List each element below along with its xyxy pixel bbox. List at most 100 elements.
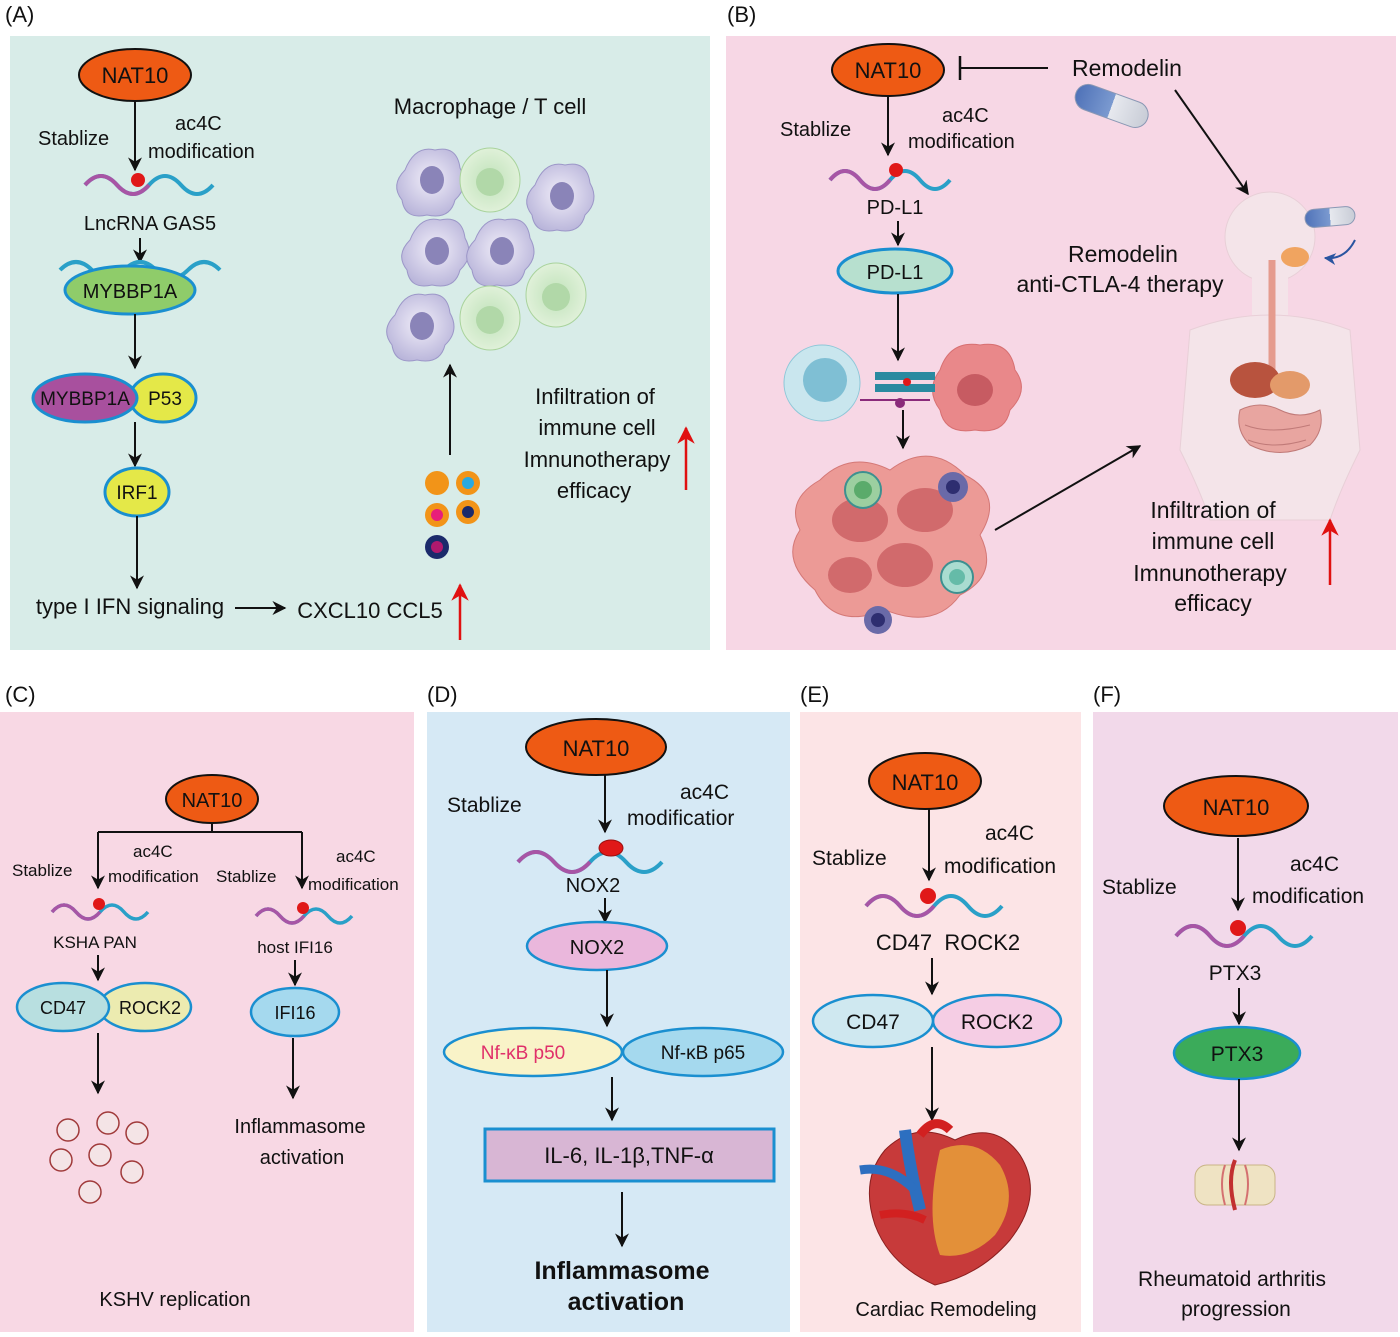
nfkb-p50-label: Nf-κB p50 — [481, 1043, 565, 1064]
heart-icon — [859, 1119, 1031, 1286]
ifn-signaling-label: type I IFN signaling — [36, 594, 224, 619]
panel-f: (F) NAT10 Stablize ac4C modification PTX… — [1093, 682, 1398, 1332]
nat10-label: NAT10 — [855, 58, 922, 83]
panel-c-label: (C) — [5, 682, 36, 707]
inflammasome-label-2: activation — [568, 1288, 685, 1316]
mybbp1a-label: MYBBP1A — [83, 281, 178, 303]
inflammasome-label-1: Inflammasome — [534, 1257, 709, 1285]
ra-label-1: Rheumatoid arthritis — [1138, 1268, 1326, 1291]
inflammasome-label-1: Inflammasome — [234, 1116, 365, 1138]
panel-e-label: (E) — [800, 682, 829, 707]
pdl1-rna-label: PD-L1 — [867, 197, 924, 219]
cd47-rock2-rna-label: CD47 ROCK2 — [876, 930, 1020, 955]
ac4c-label: ac4C — [1290, 853, 1339, 876]
ptx3-label: PTX3 — [1211, 1043, 1264, 1066]
rock2-label: ROCK2 — [119, 998, 181, 1018]
ac4c-site-marker — [598, 839, 624, 857]
modification-label: modification — [1252, 885, 1364, 908]
kshv-replication-label: KSHV replication — [99, 1289, 250, 1311]
nox2-label: NOX2 — [570, 937, 624, 959]
virus-particles-icon — [49, 1111, 149, 1204]
ptx3-node — [1172, 1025, 1302, 1081]
nat10-node — [525, 718, 667, 776]
stablize-label: Stablize — [780, 119, 851, 141]
stablize-right-label: Stablize — [216, 867, 276, 886]
p53-label: P53 — [148, 389, 182, 410]
mybbp1a-complex-node — [31, 372, 139, 424]
nfkb-p65-label: Nf-κB p65 — [661, 1043, 745, 1064]
stablize-label: Stablize — [812, 847, 887, 870]
rock2-label: ROCK2 — [961, 1011, 1033, 1034]
host-ifi16-label: host IFI16 — [257, 938, 333, 957]
therapy-label-1: Remodelin — [1068, 241, 1178, 267]
macrophage-cell — [526, 163, 595, 232]
tcell — [525, 262, 587, 328]
macrophage-cell — [386, 293, 455, 362]
cytokines-label: IL-6, IL-1β,TNF-α — [544, 1143, 714, 1168]
ac4c-left-label: ac4C — [133, 842, 173, 861]
ac4c-site-marker — [131, 173, 145, 187]
ifi16-node — [249, 986, 341, 1038]
human-body-illustration — [1179, 191, 1361, 521]
tcell — [459, 285, 521, 351]
inflammasome-label-2: activation — [260, 1147, 345, 1169]
cd47-node — [15, 981, 111, 1033]
panel-d-label: (D) — [427, 682, 458, 707]
ac4c-right-label: ac4C — [336, 847, 376, 866]
panel-b: (B) NAT10 Remodelin Stablize ac4C modifi… — [726, 2, 1396, 650]
panel-b-label: (B) — [727, 2, 756, 27]
infiltration-label-1: Infiltration of — [1150, 497, 1276, 523]
ra-label-2: progression — [1181, 1298, 1291, 1321]
modification-label: modification — [148, 141, 255, 163]
stablize-label: Stablize — [447, 794, 522, 817]
ac4c-site-marker — [1230, 920, 1246, 936]
stablize-label: Stablize — [1102, 876, 1177, 899]
cd47-node — [811, 993, 935, 1049]
cxcl10-ccl5-label: CXCL10 CCL5 — [297, 598, 443, 623]
nat10-label: NAT10 — [892, 770, 959, 795]
remodelin-label: Remodelin — [1072, 55, 1182, 81]
ac4c-site-marker — [93, 898, 105, 910]
therapy-label-2: anti-CTLA-4 therapy — [1016, 271, 1224, 297]
nat10-label: NAT10 — [563, 736, 630, 761]
macrophage-tcell-cluster — [386, 147, 595, 362]
nat10-label: NAT10 — [1203, 795, 1270, 820]
infiltration-label-4: efficacy — [557, 478, 631, 503]
pdl1-node — [836, 247, 954, 295]
panel-a: (A) NAT10 Stablize ac4C modification Lnc… — [5, 2, 710, 650]
panel-a-background — [10, 36, 710, 650]
panel-e: (E) NAT10 Stablize ac4C modification CD4… — [800, 682, 1081, 1332]
infiltration-label-3: Imnunotherapy — [1133, 560, 1287, 586]
ac4c-label: ac4C — [680, 781, 729, 804]
joint-icon — [1194, 1159, 1276, 1211]
drug-capsule-icon — [1074, 83, 1149, 128]
panel-d: (D) NAT10 Stablize ac4C modificatior NOX… — [427, 682, 790, 1332]
lncrna-label: LncRNA GAS5 — [84, 213, 216, 235]
nat10-node — [868, 752, 982, 810]
tcell — [459, 147, 521, 213]
infiltration-label-2: immune cell — [1152, 528, 1275, 554]
modification-label: modification — [908, 131, 1015, 153]
cardiac-remodeling-label: Cardiac Remodeling — [855, 1299, 1036, 1321]
stablize-left-label: Stablize — [12, 861, 72, 880]
ac4c-label: ac4C — [942, 105, 989, 127]
nfkb-p50-node — [442, 1026, 624, 1078]
nat10-node — [1163, 775, 1309, 837]
ifi16-label: IFI16 — [274, 1003, 315, 1023]
nox2-node — [525, 920, 669, 972]
ac4c-site-marker — [920, 888, 936, 904]
infiltration-label-2: immune cell — [538, 415, 655, 440]
infiltration-label-4: efficacy — [1174, 590, 1252, 616]
panel-f-label: (F) — [1093, 682, 1121, 707]
ac4c-site-marker — [297, 902, 309, 914]
ptx3-rna-label: PTX3 — [1209, 962, 1262, 985]
cytokines-box — [483, 1127, 776, 1183]
stablize-label: Stablize — [38, 128, 109, 150]
nat10-label: NAT10 — [182, 790, 243, 812]
panel-a-label: (A) — [5, 2, 34, 27]
pdl1-label: PD-L1 — [867, 262, 924, 284]
panel-c: (C) NAT10 Stablize ac4C modification Sta… — [0, 682, 414, 1332]
chemokine-dots — [425, 471, 480, 559]
ac4c-label: ac4C — [175, 113, 222, 135]
